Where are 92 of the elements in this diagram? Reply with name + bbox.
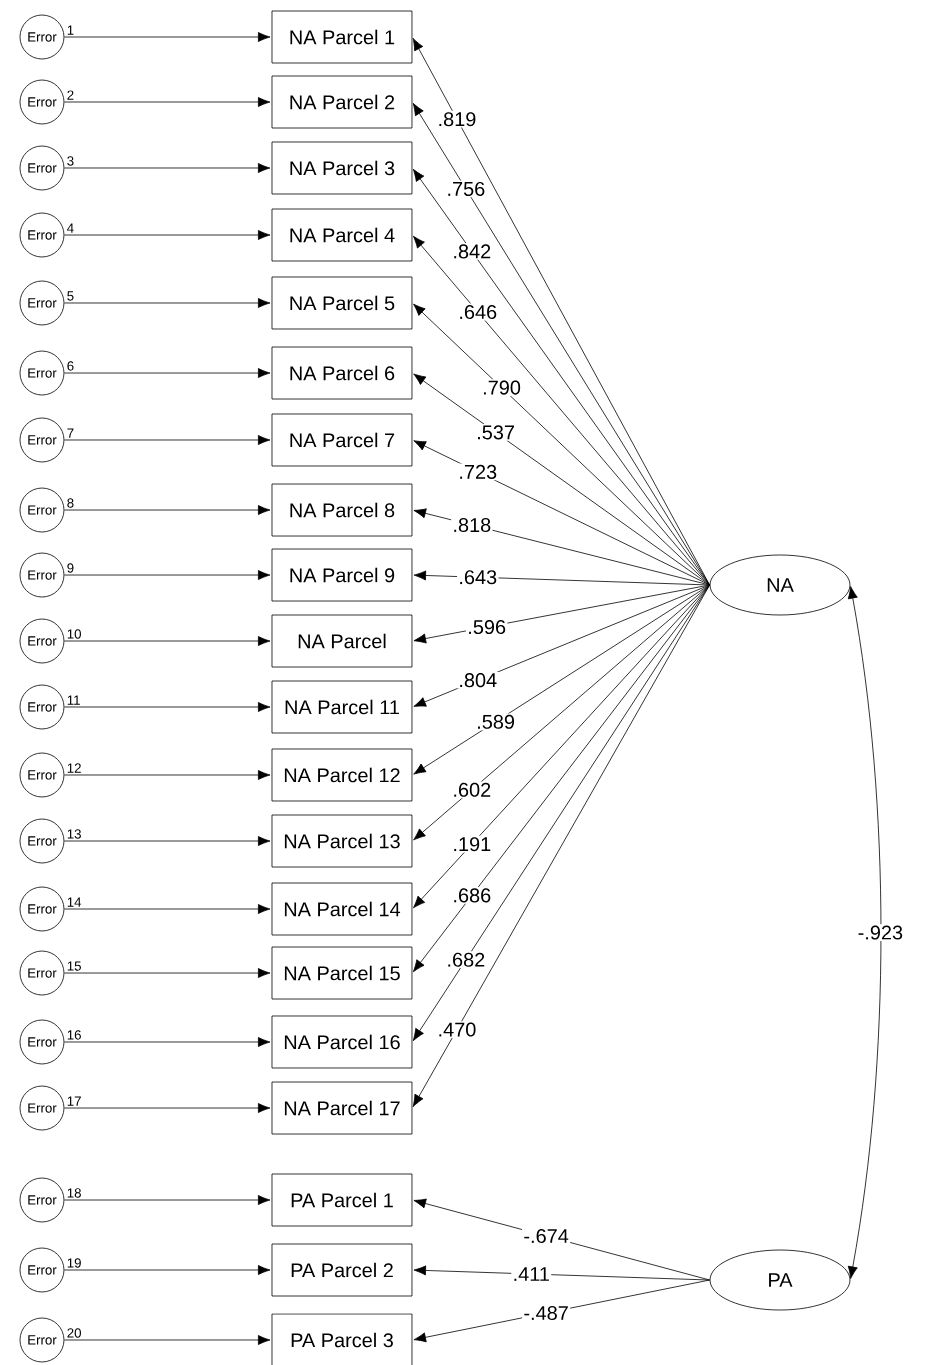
arrow: [413, 1265, 710, 1281]
parcel-box: NA Parcel 8: [271, 483, 413, 537]
arrow: [413, 440, 710, 586]
arrow: [64, 435, 271, 445]
arrow: [64, 904, 271, 914]
error-number: 4: [67, 223, 74, 233]
double-arrow: [847, 586, 882, 1279]
edge-label: .602: [451, 781, 493, 799]
arrow: [64, 1037, 271, 1047]
parcel-box: NA Parcel 15: [271, 946, 413, 1000]
edge-label: .411: [511, 1265, 552, 1283]
arrow: [413, 303, 710, 586]
error-number: 6: [67, 361, 74, 371]
arrow: [64, 97, 271, 107]
arrow: [413, 570, 710, 586]
edge-label: .842: [451, 243, 493, 260]
error-number: 10: [67, 629, 81, 639]
arrow: [64, 1103, 271, 1113]
arrow: [413, 373, 710, 586]
edge-label: .643: [457, 568, 499, 586]
arrow: [64, 368, 271, 378]
error-number: 11: [67, 695, 80, 705]
edge-label: -.487: [522, 1304, 571, 1322]
parcel-box: PA Parcel 3: [271, 1313, 413, 1365]
parcel-box: NA Parcel 4: [271, 208, 413, 262]
edge-label: .756: [445, 180, 487, 198]
parcel-box: NA Parcel 14: [271, 882, 413, 936]
parcel-box: NA Parcel 2: [271, 75, 413, 129]
edge-label: -.674: [522, 1227, 571, 1245]
parcel-box: NA Parcel 3: [271, 141, 413, 195]
error-number: 3: [67, 156, 74, 166]
arrow: [64, 770, 271, 780]
arrow: [64, 163, 271, 173]
arrow: [64, 32, 271, 42]
arrow: [64, 702, 271, 712]
arrow: [64, 1265, 271, 1275]
error-number: 13: [67, 829, 81, 839]
arrow: [64, 298, 271, 308]
arrow: [413, 584, 710, 909]
error-number: 19: [67, 1258, 81, 1268]
parcel-box: NA Parcel 5: [271, 276, 413, 330]
error-number: 7: [67, 428, 74, 438]
error-number: 15: [67, 961, 81, 971]
error-number: 16: [67, 1030, 81, 1040]
parcel-box: PA Parcel 2: [271, 1243, 413, 1297]
edge-label: .537: [474, 424, 517, 441]
edge-label: .589: [474, 713, 517, 731]
edge-label: .682: [445, 951, 487, 969]
error-number: 1: [67, 25, 74, 35]
arrow: [64, 636, 271, 646]
arrow: [412, 584, 710, 973]
arrow: [64, 1335, 271, 1345]
edge-label: .723: [457, 463, 499, 481]
error-number: 2: [67, 90, 74, 100]
error-number: 5: [67, 291, 74, 301]
parcel-box: NA Parcel 12: [271, 748, 413, 802]
arrow: [413, 584, 710, 775]
edge-label: .646: [457, 303, 499, 321]
arrow: [413, 584, 710, 644]
arrow: [64, 230, 271, 240]
error-number: 20: [67, 1328, 81, 1338]
parcel-box: NA Parcel 11: [271, 680, 413, 734]
arrow: [413, 584, 710, 707]
arrow: [64, 968, 271, 978]
edge-label: .686: [451, 887, 493, 904]
parcel-box: PA Parcel 1: [271, 1173, 413, 1227]
error-number: 12: [67, 763, 81, 773]
arrow: [64, 570, 271, 580]
parcel-box: NA Parcel: [271, 614, 413, 668]
edge-label: .596: [465, 618, 508, 636]
error-number: 9: [67, 563, 74, 573]
parcel-box: NA Parcel 13: [271, 814, 413, 868]
parcel-box: NA Parcel 9: [271, 548, 413, 602]
parcel-box: NA Parcel 7: [271, 413, 413, 467]
error-number: 14: [67, 897, 82, 907]
edge-label: -.923: [856, 924, 905, 941]
arrow: [64, 505, 271, 515]
parcel-box: NA Parcel 1: [271, 10, 413, 64]
parcel-box: NA Parcel 16: [271, 1015, 413, 1069]
error-number: 17: [67, 1096, 81, 1106]
edge-label: .790: [480, 379, 523, 396]
edge-label: .818: [451, 516, 493, 534]
edge-label: .819: [436, 110, 478, 128]
parcel-box: NA Parcel 6: [271, 346, 413, 400]
arrow: [64, 836, 271, 846]
error-number: 8: [67, 498, 74, 508]
edge-label: .191: [451, 835, 493, 853]
edge-label: .470: [436, 1021, 478, 1038]
edge-label: .804: [457, 671, 499, 689]
error-number: 18: [67, 1188, 81, 1198]
arrow: [64, 1195, 271, 1205]
parcel-box: NA Parcel 17: [271, 1081, 413, 1135]
